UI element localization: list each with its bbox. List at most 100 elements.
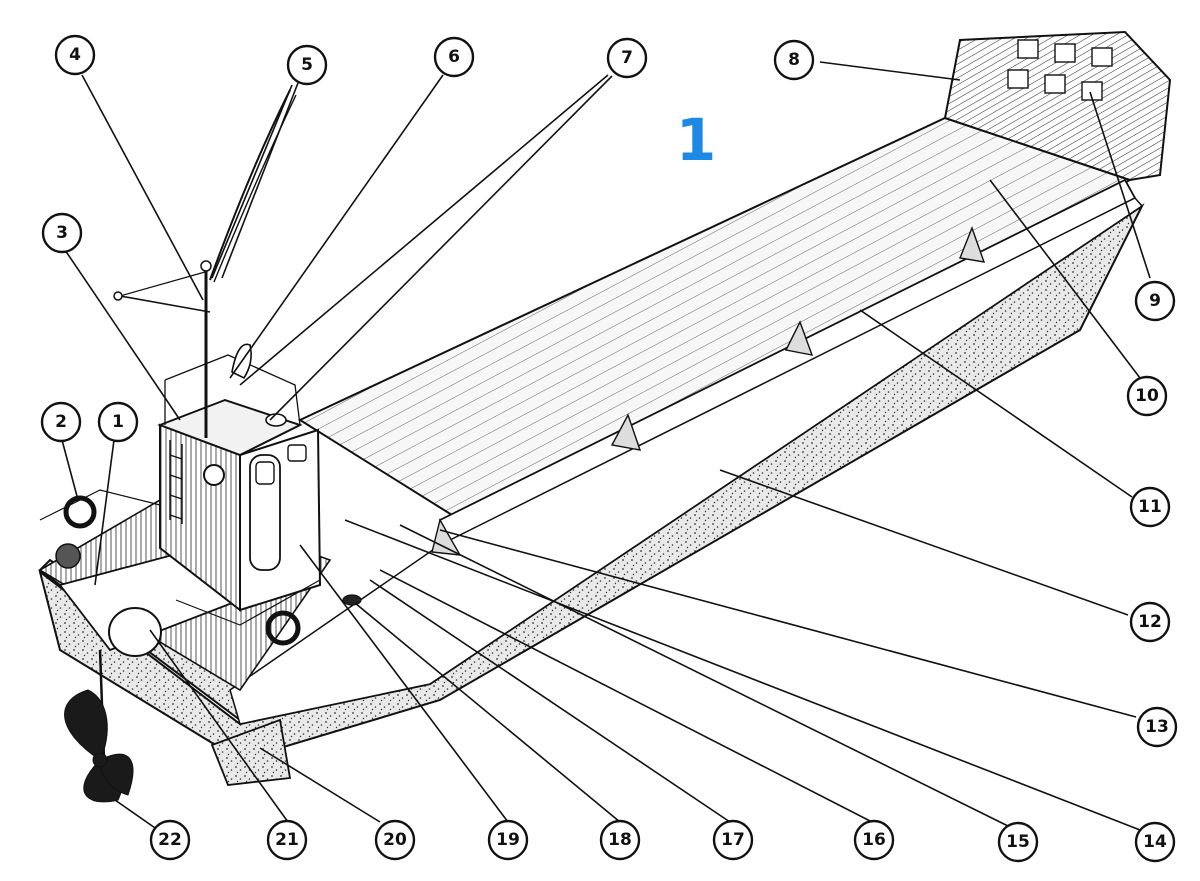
leader-9 <box>1089 91 1151 279</box>
leader-4 <box>81 74 204 301</box>
aft-railing <box>175 579 321 626</box>
leader-18 <box>354 602 621 823</box>
leader-17 <box>369 579 731 823</box>
leader-7a <box>239 74 609 386</box>
bracket-5 <box>431 518 462 556</box>
stern-tank-end <box>108 607 162 657</box>
leader-2 <box>61 439 79 501</box>
figure-number: 1 <box>676 106 716 174</box>
svg-text:9: 9 <box>1149 291 1161 311</box>
leader-3 <box>64 249 181 421</box>
leader-14 <box>344 519 1141 831</box>
svg-text:16: 16 <box>862 830 886 850</box>
callout-7: 7 <box>606 37 648 79</box>
leader-1 <box>94 439 115 586</box>
leader-lines <box>61 61 1151 831</box>
svg-text:13: 13 <box>1145 717 1169 737</box>
porthole <box>203 464 225 486</box>
svg-text:18: 18 <box>608 830 632 850</box>
mast-yard <box>119 295 211 313</box>
callout-10: 10 <box>1126 375 1168 417</box>
callout-22: 22 <box>149 819 191 861</box>
callout-21: 21 <box>266 819 308 861</box>
leader-12 <box>719 469 1129 616</box>
svg-text:6: 6 <box>448 47 460 67</box>
svg-text:12: 12 <box>1138 612 1162 632</box>
svg-text:8: 8 <box>788 50 800 70</box>
leader-5a <box>221 82 299 279</box>
superstructure <box>38 89 362 803</box>
stern-railing <box>39 489 161 521</box>
leader-13 <box>439 529 1137 718</box>
door-window <box>255 461 275 485</box>
callout-8: 8 <box>773 39 815 81</box>
leader-11 <box>859 309 1133 498</box>
callout-12: 12 <box>1129 601 1171 643</box>
svg-text:22: 22 <box>158 830 182 850</box>
front-window <box>287 444 307 462</box>
callout-19: 19 <box>487 819 529 861</box>
svg-text:5: 5 <box>301 55 313 75</box>
svg-text:19: 19 <box>496 830 520 850</box>
callouts: 1 2 3 4 5 6 7 8 9 10 11 12 13 14 15 16 1… <box>40 34 1178 863</box>
leader-21 <box>149 629 289 823</box>
svg-text:1: 1 <box>112 412 124 432</box>
callout-5: 5 <box>286 44 328 86</box>
callout-2: 2 <box>40 401 82 443</box>
leader-20 <box>259 747 381 823</box>
skeg <box>210 718 292 786</box>
callout-16: 16 <box>853 819 895 861</box>
leader-19 <box>299 544 509 823</box>
leader-22 <box>114 799 159 831</box>
svg-text:14: 14 <box>1143 832 1167 852</box>
svg-text:3: 3 <box>56 223 68 243</box>
bracket-1 <box>610 413 642 451</box>
callout-1: 1 <box>97 401 139 443</box>
callout-3: 3 <box>41 212 83 254</box>
svg-text:2: 2 <box>55 412 67 432</box>
leader-8 <box>819 61 961 81</box>
bracket-2 <box>784 320 814 356</box>
roof-fitting <box>265 413 287 427</box>
roof-railing <box>164 354 301 426</box>
leader-6 <box>229 74 444 379</box>
side-ladder <box>169 440 183 524</box>
svg-text:20: 20 <box>383 830 407 850</box>
callout-18: 18 <box>599 819 641 861</box>
hull <box>38 116 1145 762</box>
svg-text:7: 7 <box>621 48 633 68</box>
svg-text:11: 11 <box>1138 497 1162 517</box>
mast-stay <box>119 271 206 297</box>
bracket-3 <box>959 226 986 263</box>
svg-text:4: 4 <box>69 45 81 65</box>
life-ring-aft <box>265 610 301 646</box>
leader-16 <box>379 569 873 823</box>
callout-11: 11 <box>1129 486 1171 528</box>
antenna-2 <box>213 94 297 283</box>
antenna <box>209 89 291 281</box>
callout-15: 15 <box>997 821 1039 863</box>
callout-14: 14 <box>1134 821 1176 863</box>
callout-9: 9 <box>1134 280 1176 322</box>
callout-4: 4 <box>54 34 96 76</box>
callout-17: 17 <box>712 819 754 861</box>
svg-text:15: 15 <box>1006 832 1030 852</box>
leader-10 <box>989 179 1141 379</box>
leader-7b <box>269 75 613 421</box>
life-ring-stern <box>63 495 97 529</box>
svg-text:21: 21 <box>275 830 299 850</box>
leader-5b <box>211 84 293 279</box>
callout-6: 6 <box>433 36 475 78</box>
svg-text:17: 17 <box>721 830 745 850</box>
svg-text:10: 10 <box>1135 386 1159 406</box>
callout-13: 13 <box>1136 706 1178 748</box>
deck-bollard <box>342 594 362 606</box>
callout-20: 20 <box>374 819 416 861</box>
propeller <box>64 689 134 803</box>
yard-light <box>113 291 123 301</box>
masthead-light <box>200 260 212 272</box>
ramp-plate <box>943 30 1172 182</box>
leader-15 <box>399 524 1009 827</box>
winch <box>55 543 81 569</box>
